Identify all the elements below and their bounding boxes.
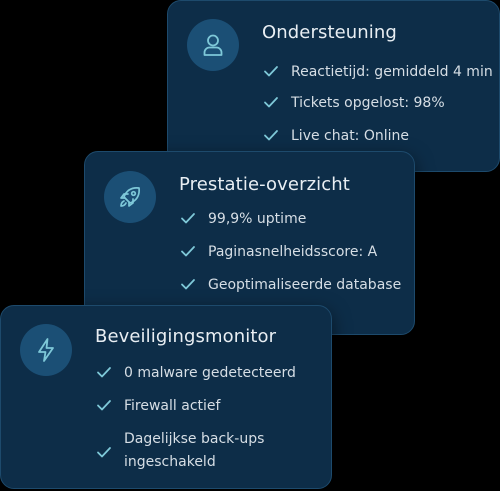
item-label: Live chat: Online <box>291 128 410 144</box>
lightning-icon <box>38 338 54 362</box>
card-title: Ondersteuning <box>262 22 397 43</box>
item-label: 0 malware gedetecteerd <box>124 365 296 381</box>
list-item: Geoptimaliseerde database <box>179 274 401 297</box>
check-icon <box>97 367 111 378</box>
item-label: Paginasnelheidsscore: A <box>208 244 378 260</box>
check-icon <box>181 246 195 257</box>
card-title: Prestatie-overzicht <box>179 174 350 195</box>
item-label: Tickets opgelost: 98% <box>291 95 445 111</box>
check-icon <box>264 97 278 108</box>
list-item: Dagelijkse back-ups ingeschakeld <box>95 428 304 474</box>
check-icon <box>181 279 195 290</box>
check-icon <box>264 66 278 77</box>
security-card: Beveiligingsmonitor 0 malware gedetectee… <box>0 305 332 489</box>
check-icon <box>97 446 111 457</box>
list-item: 0 malware gedetecteerd <box>95 362 296 385</box>
user-icon <box>203 34 223 56</box>
rocket-icon-circle <box>104 171 156 223</box>
list-item: Reactietijd: gemiddeld 4 min <box>262 61 493 84</box>
check-icon <box>181 213 195 224</box>
check-icon <box>264 130 278 141</box>
list-item: 99,9% uptime <box>179 208 306 231</box>
item-label: Dagelijkse back-ups ingeschakeld <box>124 431 265 470</box>
item-label: Geoptimaliseerde database <box>208 277 402 293</box>
item-label: Firewall actief <box>124 398 221 414</box>
item-label: Reactietijd: gemiddeld 4 min <box>291 64 493 80</box>
list-item: Firewall actief <box>95 395 220 418</box>
lightning-icon-circle <box>20 324 72 376</box>
list-item: Paginasnelheidsscore: A <box>179 241 377 264</box>
check-icon <box>97 400 111 411</box>
list-item: Live chat: Online <box>262 125 409 148</box>
item-label: 99,9% uptime <box>208 211 307 227</box>
performance-card: Prestatie-overzicht 99,9% uptime Paginas… <box>84 151 415 335</box>
user-icon-circle <box>187 19 239 71</box>
rocket-icon <box>120 187 140 207</box>
list-item: Tickets opgelost: 98% <box>262 92 445 115</box>
card-title: Beveiligingsmonitor <box>95 326 277 347</box>
support-card: Ondersteuning Reactietijd: gemiddeld 4 m… <box>167 0 500 172</box>
